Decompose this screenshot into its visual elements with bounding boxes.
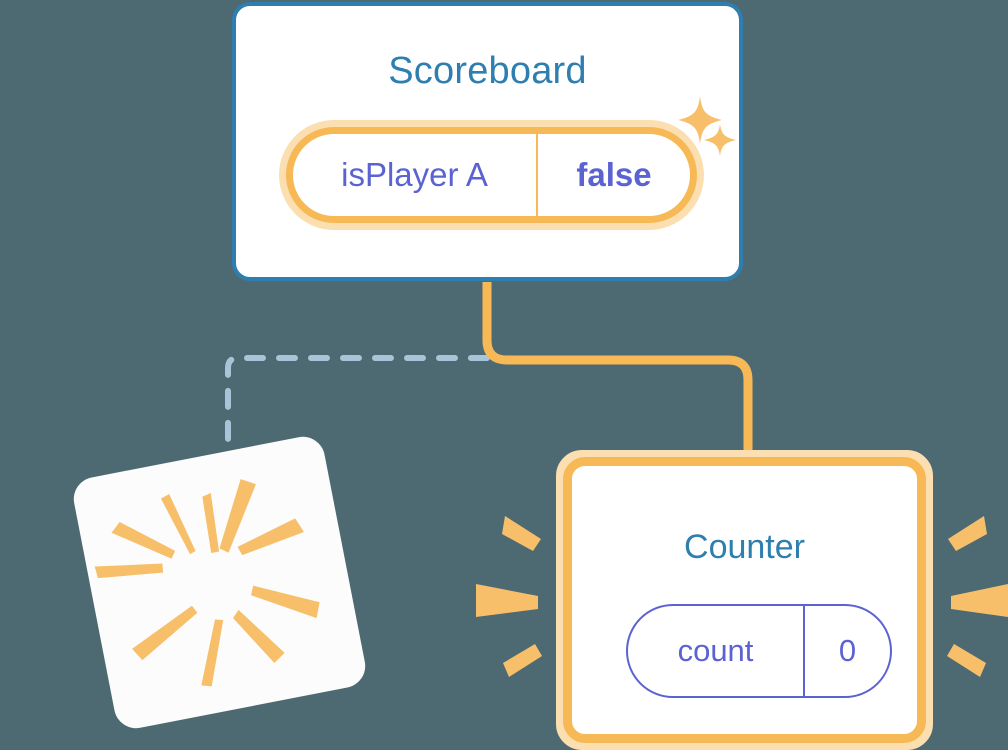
burst-ray-s — [201, 619, 224, 687]
property-value: false — [576, 156, 652, 193]
counter-glow-ring — [556, 450, 933, 750]
burst-ray-ssw — [132, 605, 198, 661]
ray-right-middle — [951, 584, 1008, 617]
burst-ray-nw — [160, 493, 196, 555]
connector-dashed-to-flash-card — [225, 355, 490, 473]
ray-left-top — [502, 516, 541, 551]
flash-card-burst — [94, 479, 320, 687]
burst-ray-ese — [251, 585, 320, 619]
scoreboard-property-pill[interactable]: isPlayer A false — [279, 120, 704, 230]
property-key: count — [628, 606, 805, 696]
counter-card[interactable]: Counter count 0 — [556, 450, 933, 750]
burst-ray-ene — [237, 518, 304, 556]
connector-solid-to-counter — [482, 282, 753, 462]
counter-property-pill[interactable]: count 0 — [626, 604, 892, 698]
ray-right-bottom — [947, 644, 986, 677]
ray-left-bottom — [503, 644, 542, 677]
flash-card[interactable] — [70, 433, 369, 732]
scoreboard-card[interactable]: Scoreboard isPlayer A false — [232, 2, 743, 281]
burst-ray-nnw — [111, 521, 176, 559]
scoreboard-title: Scoreboard — [388, 50, 587, 92]
counter-title: Counter — [684, 528, 805, 566]
ray-right-top — [948, 516, 987, 551]
burst-ray-sse — [233, 609, 285, 664]
burst-ray-wsw — [94, 563, 164, 579]
burst-ray-n — [202, 493, 220, 554]
sparkle-large-icon — [678, 96, 722, 144]
property-key: isPlayer A — [293, 134, 538, 216]
property-value: 0 — [838, 633, 857, 668]
pill-body: isPlayer A false — [286, 127, 697, 223]
sparkle-small-icon — [704, 124, 736, 156]
ray-left-middle — [476, 584, 538, 617]
burst-ray-nne — [219, 479, 256, 553]
counter-body: Counter count 0 — [563, 457, 926, 743]
pill-glow-ring — [279, 120, 704, 230]
